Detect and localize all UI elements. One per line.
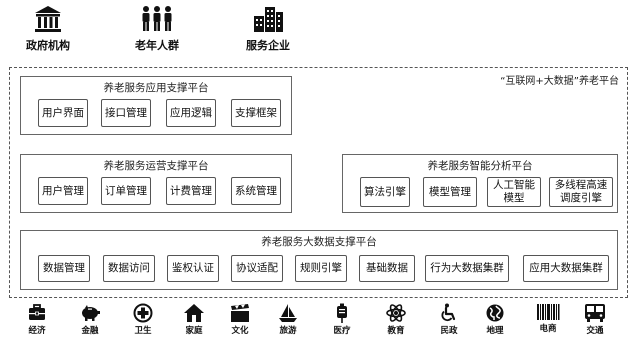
platform-title: 养老服务运营支撑平台	[103, 160, 209, 172]
atom-icon	[386, 304, 406, 322]
module-box: 鉴权认证	[167, 255, 219, 282]
sector-transport: 交通	[573, 303, 617, 336]
stakeholder-enterprise: 服务企业	[238, 4, 298, 53]
bigdata-platform: 养老服务大数据支撑平台 数据管理 数据访问 鉴权认证 协议适配 规则引擎 基础数…	[20, 230, 618, 290]
government-building-icon	[35, 6, 61, 32]
module-box: 行为大数据集群	[425, 255, 509, 282]
module-box: 数据访问	[103, 255, 155, 282]
barcode-icon	[537, 304, 560, 320]
sector-health: 卫生	[121, 303, 165, 336]
sector-label: 家庭	[185, 326, 203, 336]
stakeholder-government: 政府机构	[18, 4, 78, 53]
module-box: 系统管理	[231, 177, 281, 205]
iv-bag-icon	[337, 303, 347, 323]
module-box: 用户界面	[38, 99, 88, 127]
sector-label: 电商	[539, 324, 557, 334]
sector-label: 经济	[28, 326, 46, 336]
module-box: 支撑框架	[231, 99, 281, 127]
module-box: 协议适配	[231, 255, 283, 282]
sector-label: 教育	[387, 326, 405, 336]
analysis-platform: 养老服务智能分析平台 算法引擎 模型管理 人工智能 模型 多线程高速 调度引擎	[342, 154, 618, 213]
module-box: 应用大数据集群	[523, 255, 609, 282]
module-box: 模型管理	[423, 177, 477, 207]
operation-platform: 养老服务运营支撑平台 用户管理 订单管理 计费管理 系统管理	[20, 154, 292, 213]
sector-economy: 经济	[15, 303, 59, 336]
sector-label: 文化	[231, 326, 249, 336]
sector-label: 卫生	[134, 326, 152, 336]
globe-icon	[486, 304, 504, 322]
sector-label: 地理	[486, 326, 504, 336]
module-box: 接口管理	[101, 99, 151, 127]
sector-label: 民政	[440, 326, 458, 336]
module-box: 数据管理	[38, 255, 90, 282]
bus-icon	[585, 304, 605, 322]
sector-culture: 文化	[218, 303, 262, 336]
module-box: 应用逻辑	[166, 99, 216, 127]
module-box: 规则引擎	[295, 255, 347, 282]
sector-label: 金融	[81, 326, 99, 336]
module-box: 多线程高速 调度引擎	[549, 177, 613, 207]
sector-geography: 地理	[473, 303, 517, 336]
briefcase-icon	[29, 304, 45, 320]
stakeholder-label: 老年人群	[135, 39, 179, 52]
enterprise-building-icon	[254, 7, 283, 32]
module-box: 人工智能 模型	[487, 177, 541, 207]
module-box: 基础数据	[359, 255, 415, 282]
application-platform: 养老服务应用支撑平台 用户界面 接口管理 应用逻辑 支撑框架	[20, 76, 292, 135]
sector-education: 教育	[374, 303, 418, 336]
sector-ecommerce: 电商	[526, 303, 570, 334]
module-box: 计费管理	[166, 177, 216, 205]
frame-title: “互联网+大数据”养老平台	[500, 76, 619, 87]
piggy-bank-icon	[82, 305, 100, 321]
platform-title: 养老服务大数据支撑平台	[261, 236, 377, 248]
platform-frame: “互联网+大数据”养老平台	[9, 67, 628, 298]
module-box: 用户管理	[38, 177, 88, 205]
stakeholder-elderly: 老年人群	[127, 4, 187, 53]
stakeholder-label: 服务企业	[246, 39, 290, 52]
platform-title: 养老服务智能分析平台	[427, 160, 533, 172]
module-box: 订单管理	[101, 177, 151, 205]
house-icon	[184, 304, 204, 322]
sector-tourism: 旅游	[266, 303, 310, 336]
sector-label: 交通	[586, 326, 604, 336]
sector-medical: 医疗	[320, 303, 364, 336]
sector-civil-affairs: 民政	[427, 303, 471, 336]
medical-cross-icon	[133, 303, 153, 323]
platform-title: 养老服务应用支撑平台	[103, 82, 209, 94]
sector-finance: 金融	[68, 303, 112, 336]
wheelchair-icon	[441, 303, 456, 322]
sector-label: 医疗	[333, 326, 351, 336]
clapperboard-icon	[231, 304, 249, 322]
sailboat-icon	[279, 304, 297, 322]
elderly-people-icon	[142, 6, 172, 31]
stakeholder-label: 政府机构	[26, 39, 70, 52]
sector-label: 旅游	[279, 326, 297, 336]
sector-family: 家庭	[172, 303, 216, 336]
module-box: 算法引擎	[360, 177, 410, 207]
